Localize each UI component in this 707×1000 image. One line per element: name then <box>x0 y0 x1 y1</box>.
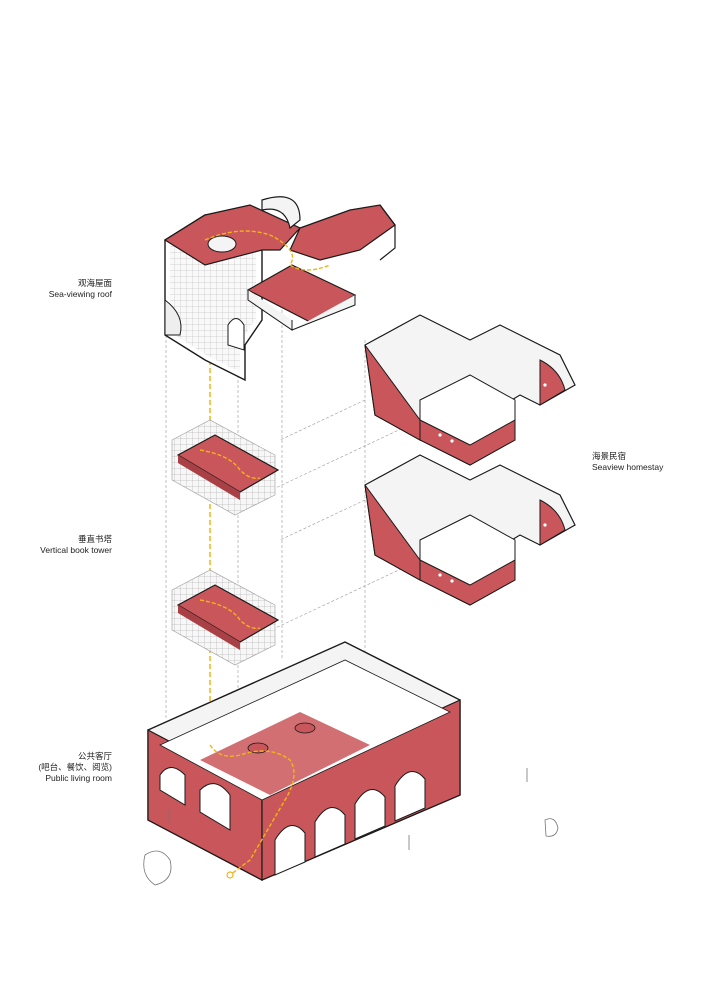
label-vertical-book-tower: 垂直书塔 Vertical book tower <box>40 534 112 556</box>
arch-icon <box>314 807 346 858</box>
arch-icon <box>199 783 231 831</box>
seaview-homestay-upper <box>364 314 576 466</box>
seaview-homestay-lower <box>364 454 576 606</box>
label-roof-en: Sea-viewing roof <box>48 289 112 299</box>
arch-icon <box>274 825 306 876</box>
book-tower-lower <box>171 569 280 666</box>
book-tower-upper <box>171 419 280 516</box>
label-tower-cn: 垂直书塔 <box>77 534 112 544</box>
arch-icon <box>394 771 426 822</box>
label-tower-en: Vertical book tower <box>40 545 112 555</box>
label-living-sub: (吧台、餐饮、阅览) <box>38 762 112 772</box>
label-living-cn: 公共客厅 <box>77 751 112 761</box>
sea-viewing-roof-block <box>163 196 396 382</box>
public-living-room-block <box>147 641 461 881</box>
label-homestay-en: Seaview homestay <box>592 462 664 472</box>
label-homestay-cn: 海景民宿 <box>592 451 627 461</box>
label-sea-viewing-roof: 观海屋面 Sea-viewing roof <box>49 278 112 300</box>
label-seaview-homestay: 海景民宿 Seaview homestay <box>592 451 663 473</box>
arch-icon <box>354 789 386 840</box>
label-living-en: Public living room <box>45 773 112 783</box>
ground-figures <box>143 768 559 886</box>
label-public-living-room: 公共客厅 (吧台、餐饮、阅览) Public living room <box>38 751 112 784</box>
arch-window-icon <box>227 318 245 351</box>
label-roof-cn: 观海屋面 <box>77 278 112 288</box>
arch-icon <box>159 767 186 806</box>
